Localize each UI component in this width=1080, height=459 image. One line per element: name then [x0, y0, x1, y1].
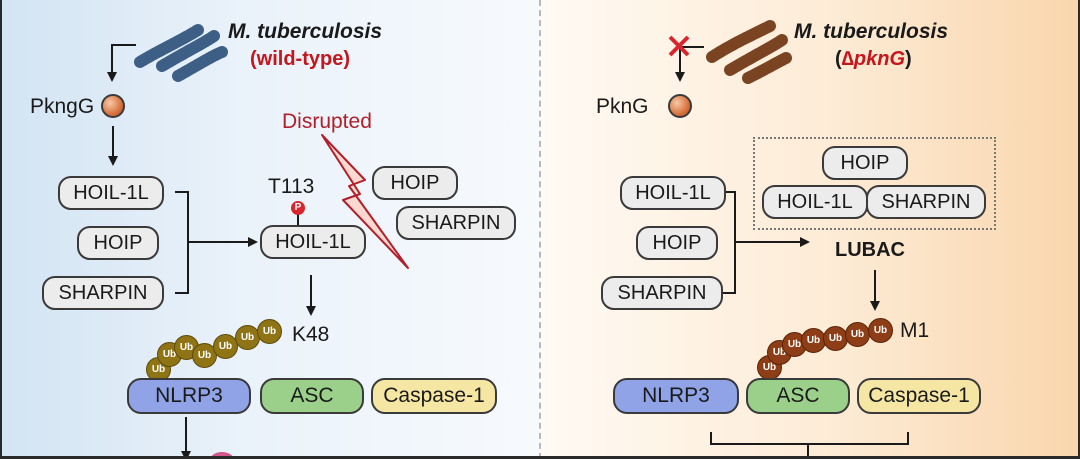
m1-ubiquitin-6: Ub: [845, 322, 870, 347]
left-nlrp3: NLRP3: [127, 378, 251, 414]
lubac-hoip-box: HOIP: [822, 146, 908, 180]
right-pkng-icon: [668, 94, 692, 118]
lubac-complex: [753, 137, 996, 230]
left-title: M. tuberculosis: [228, 20, 383, 43]
k48-ubiquitin-5: Ub: [213, 334, 238, 359]
left-pkng-label: PkngG: [30, 95, 95, 118]
free-hoip-box: HOIP: [372, 166, 458, 200]
left-subtitle: (wild-type): [250, 48, 350, 70]
left-hoip-box: HOIP: [77, 226, 159, 260]
left-hoil-box: HOIL-1L: [58, 176, 164, 210]
disrupted-label: Disrupted: [282, 110, 372, 133]
right-hoip-box: HOIP: [636, 226, 718, 260]
lubac-sharpin-box: SHARPIN: [866, 185, 986, 219]
right-caspase1: Caspase-1: [857, 378, 981, 414]
k48-label: K48: [292, 323, 330, 346]
k48-ubiquitin-7: Ub: [257, 319, 282, 344]
m1-label: M1: [900, 319, 930, 342]
lubac-hoil-box: HOIL-1L: [762, 185, 868, 219]
m1-ubiquitin-5: Ub: [823, 326, 848, 351]
panel-divider: [539, 0, 541, 459]
m1-ubiquitin-4: Ub: [801, 328, 826, 353]
left-asc: ASC: [260, 378, 364, 414]
left-sharpin-box: SHARPIN: [42, 276, 164, 310]
left-pkng-icon: [101, 94, 125, 118]
right-title: M. tuberculosis: [794, 20, 949, 43]
phospho-icon: P: [291, 201, 305, 215]
right-pkng-label: PknG: [596, 95, 649, 118]
right-asc: ASC: [746, 378, 850, 414]
phosphorylated-hoil-box: HOIL-1L: [260, 225, 366, 259]
right-sharpin-box: SHARPIN: [601, 276, 723, 310]
lubac-label: LUBAC: [835, 239, 905, 261]
right-hoil-box: HOIL-1L: [620, 176, 726, 210]
left-caspase1: Caspase-1: [371, 378, 497, 414]
k48-ubiquitin-6: Ub: [235, 325, 260, 350]
m1-ubiquitin-7: Ub: [868, 318, 893, 343]
free-sharpin-box: SHARPIN: [396, 206, 516, 240]
t113-label: T113: [268, 175, 315, 198]
right-nlrp3: NLRP3: [613, 378, 739, 414]
bottom-border: [0, 456, 1080, 459]
k48-ubiquitin-4: Ub: [192, 343, 217, 368]
right-subtitle: (∆pknG): [835, 48, 912, 70]
